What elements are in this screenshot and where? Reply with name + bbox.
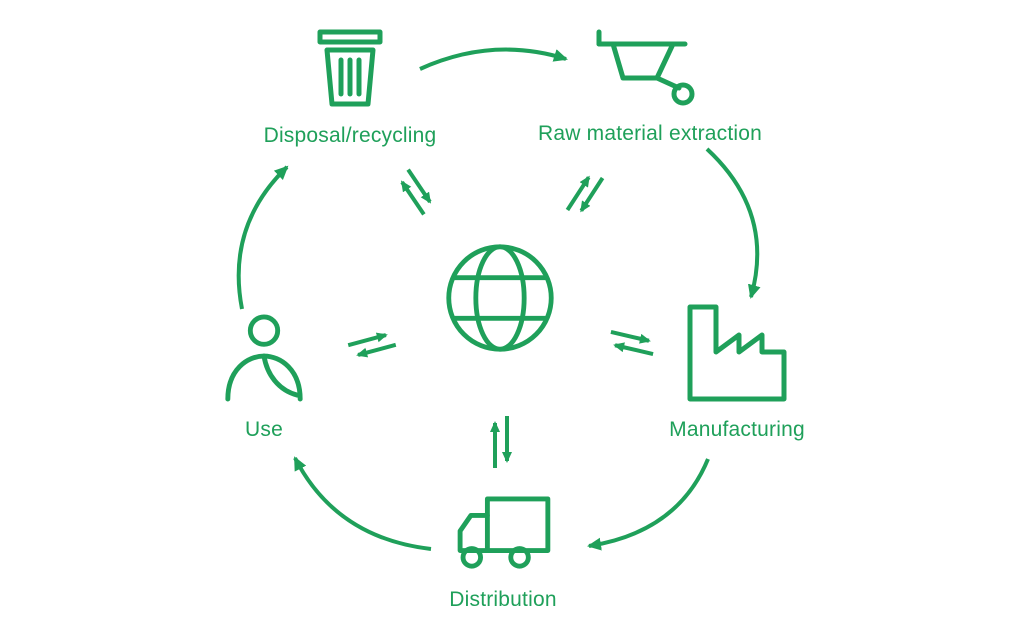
flow-arrow-disposal-to-extraction xyxy=(419,47,568,71)
flow-arrow-use-to-disposal xyxy=(236,165,289,310)
truck-icon xyxy=(457,496,551,569)
exchange-arrows-use xyxy=(347,332,397,358)
node-label-disposal: Disposal/recycling xyxy=(263,124,437,147)
node-disposal: Disposal/recycling xyxy=(200,28,500,148)
exchange-arrows-disposal xyxy=(400,168,432,216)
trash-icon xyxy=(317,29,383,107)
exchange-arrows-distribution xyxy=(490,416,512,468)
globe-icon xyxy=(446,244,554,352)
node-distribution: Distribution xyxy=(353,494,653,612)
wheelbarrow-icon xyxy=(596,29,695,106)
flow-arrow-manufacturing-to-distribution xyxy=(587,458,710,551)
node-manufacturing: Manufacturing xyxy=(587,302,887,442)
node-label-manufacturing: Manufacturing xyxy=(669,418,805,441)
node-extraction: Raw material extraction xyxy=(500,26,800,146)
node-label-extraction: Raw material extraction xyxy=(537,122,762,145)
flow-arrow-distribution-to-use xyxy=(293,456,432,551)
exchange-arrows-manufacturing xyxy=(610,330,654,356)
node-use: Use xyxy=(114,314,414,442)
center-node xyxy=(442,240,558,361)
exchange-arrows-extraction xyxy=(565,175,605,213)
node-label-use: Use xyxy=(245,418,283,441)
node-label-distribution: Distribution xyxy=(449,588,557,611)
person-icon xyxy=(225,314,303,402)
flow-arrow-extraction-to-manufacturing xyxy=(705,147,761,299)
factory-icon xyxy=(687,304,787,402)
